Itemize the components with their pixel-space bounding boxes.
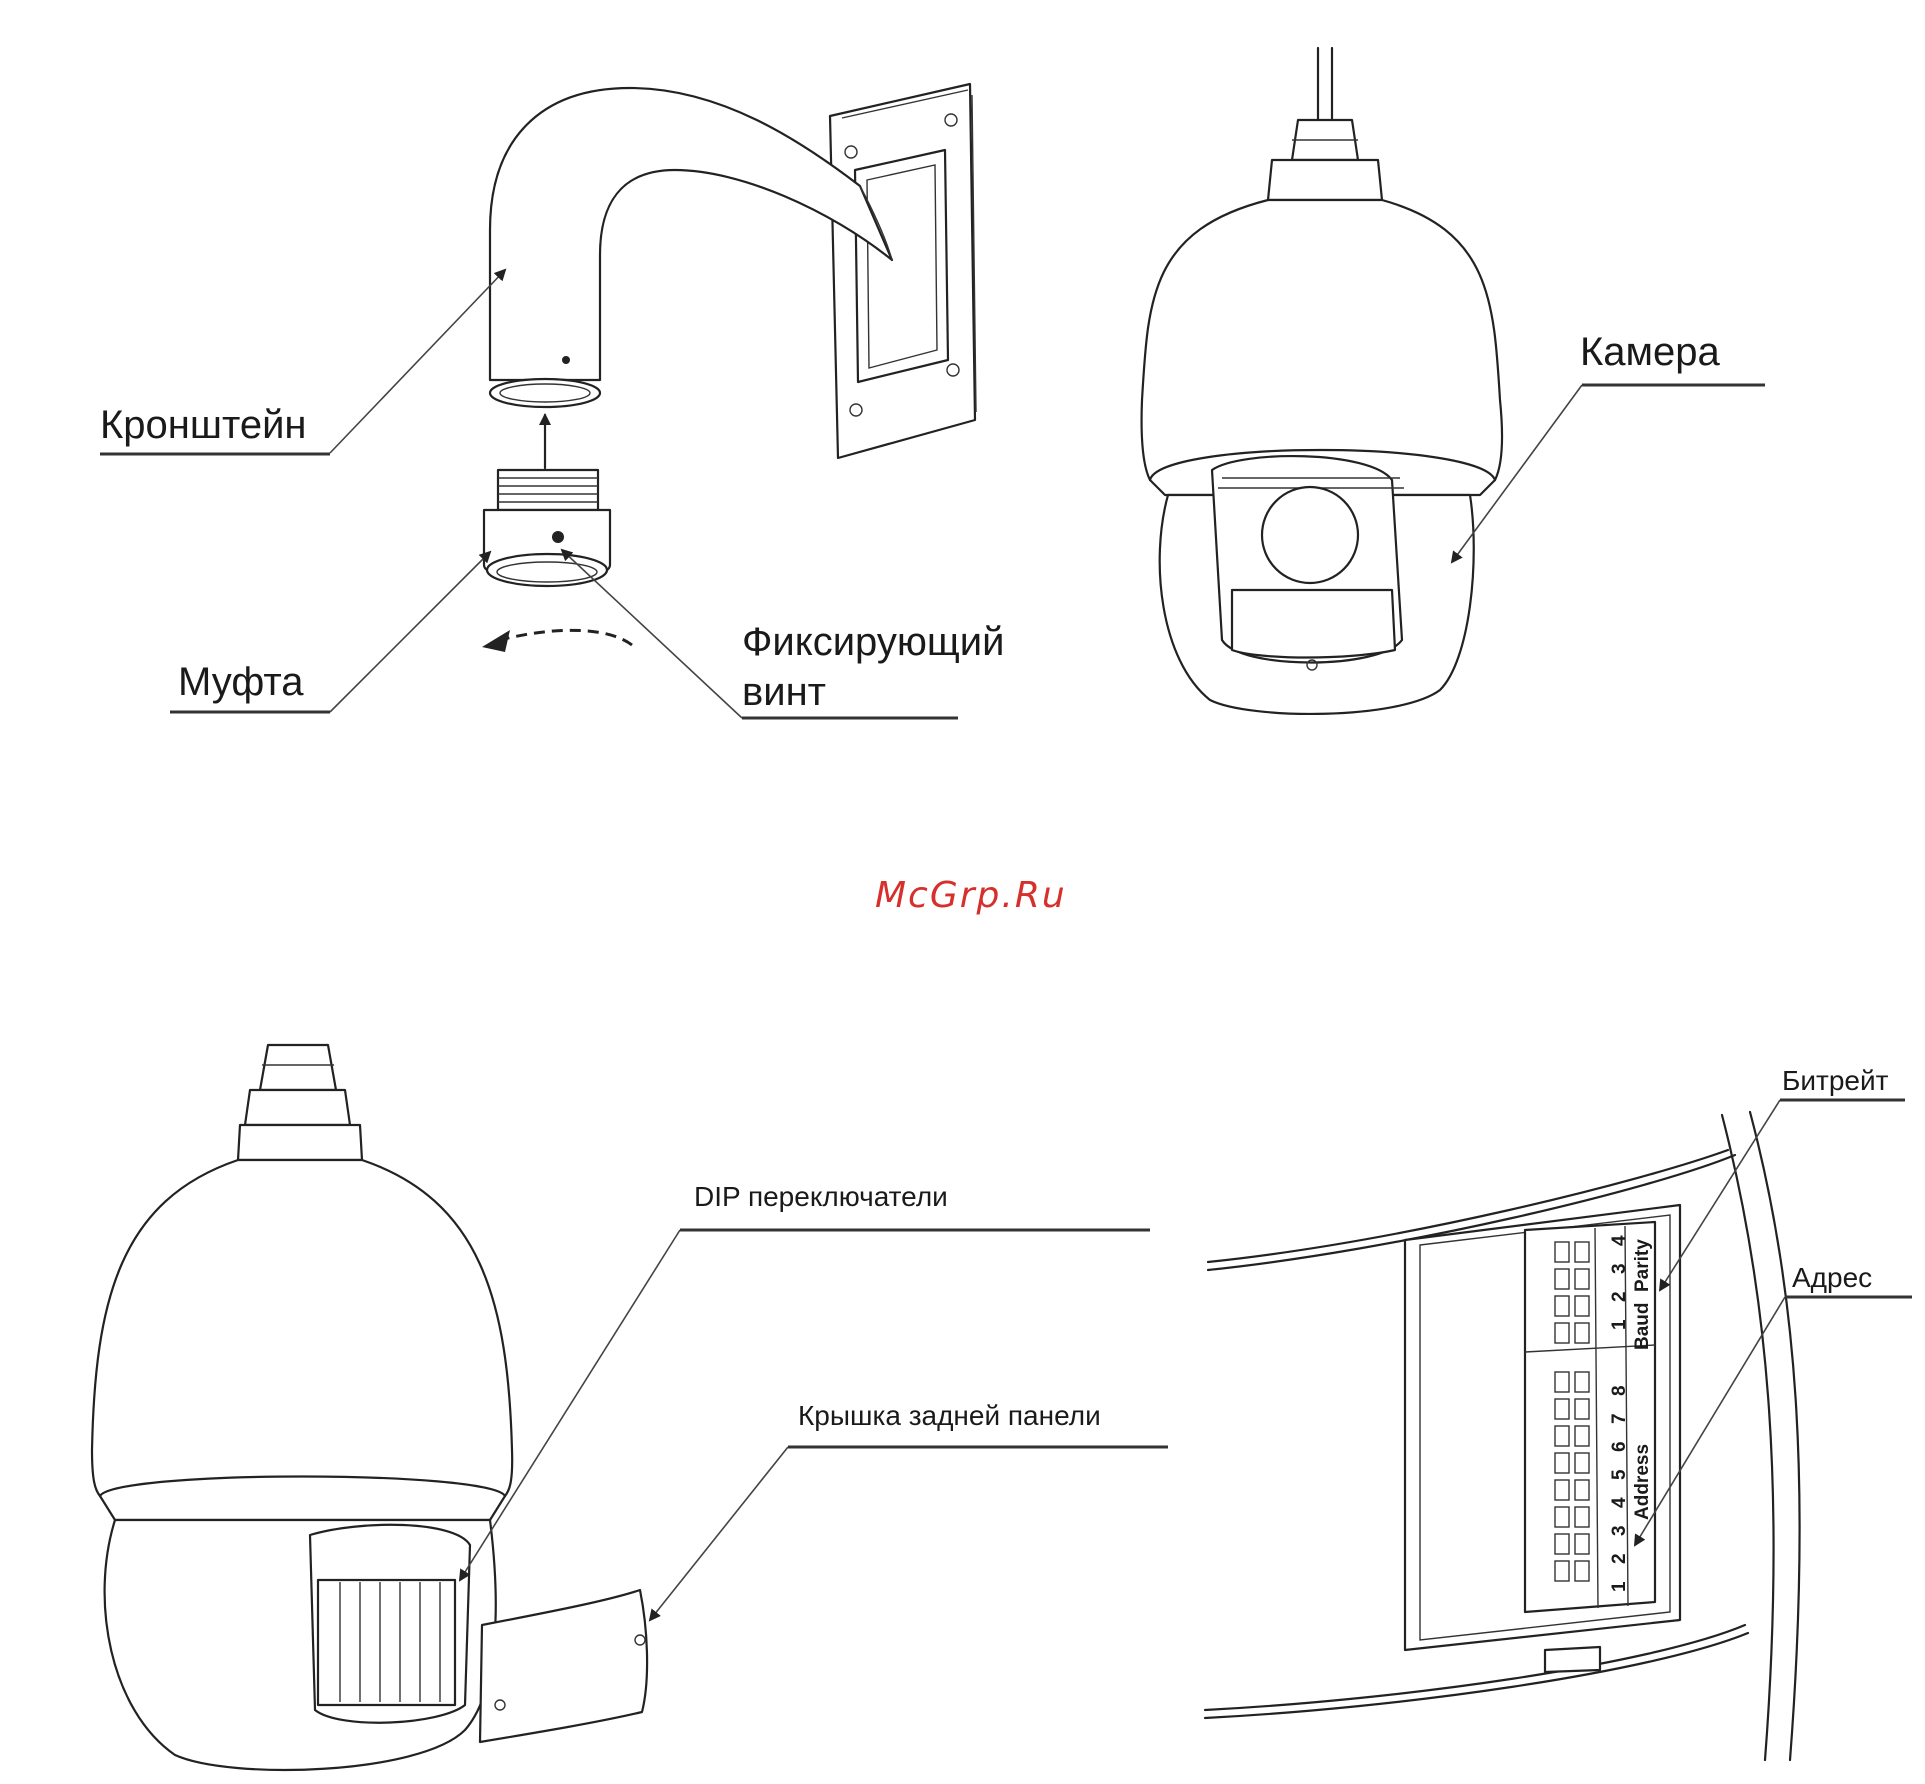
dip-top-num-4: 4 xyxy=(1609,1235,1630,1246)
dip-bottom-num-5: 5 xyxy=(1609,1469,1630,1480)
dip-baud-label: Baud xyxy=(1632,1303,1653,1351)
dip-switch-addr-8-a xyxy=(1555,1561,1569,1581)
dip-switch-addr-7-b xyxy=(1575,1534,1589,1554)
label-dip: DIP переключатели xyxy=(694,1181,948,1212)
label-coupling: Муфта xyxy=(178,660,304,704)
dip-switch-addr-3-a xyxy=(1555,1426,1569,1446)
dip-switch-addr-6-b xyxy=(1575,1507,1589,1527)
dip-switch-addr-2-a xyxy=(1555,1399,1569,1419)
label-address: Адрес xyxy=(1792,1262,1872,1293)
dip-switch-baud-3-b xyxy=(1575,1296,1589,1316)
dip-switch-addr-4-a xyxy=(1555,1453,1569,1473)
dip-switch-addr-5-a xyxy=(1555,1480,1569,1500)
dip-switch-addr-7-a xyxy=(1555,1534,1569,1554)
dip-top-num-1: 1 xyxy=(1609,1319,1630,1330)
dip-bottom-num-4: 4 xyxy=(1609,1497,1630,1508)
dip-address-label: Address xyxy=(1632,1444,1653,1520)
coupling xyxy=(484,470,610,586)
dip-bottom-num-6: 6 xyxy=(1609,1441,1630,1452)
dip-switch-addr-2-b xyxy=(1575,1399,1589,1419)
ptz-camera-top xyxy=(1142,48,1503,714)
dip-switch-baud-1-a xyxy=(1555,1242,1569,1262)
dip-switch-addr-8-b xyxy=(1575,1561,1589,1581)
label-cover: Крышка задней панели xyxy=(798,1400,1101,1431)
dip-switch-addr-4-b xyxy=(1575,1453,1589,1473)
dip-switch-baud-2-a xyxy=(1555,1269,1569,1289)
dip-switch-addr-1-a xyxy=(1555,1372,1569,1392)
dip-top-num-2: 2 xyxy=(1609,1291,1630,1302)
dip-bottom-num-2: 2 xyxy=(1609,1553,1630,1564)
dip-switch-baud-4-b xyxy=(1575,1323,1589,1343)
dip-switch-baud-3-a xyxy=(1555,1296,1569,1316)
label-bracket: Кронштейн xyxy=(100,403,307,447)
dip-bottom-num-7: 7 xyxy=(1609,1413,1630,1424)
watermark: McGrp.Ru xyxy=(875,875,1067,916)
label-bitrate: Битрейт xyxy=(1782,1065,1889,1096)
dip-bottom-num-8: 8 xyxy=(1609,1385,1630,1396)
dip-bottom-num-1: 1 xyxy=(1609,1581,1630,1592)
back-panel-cover xyxy=(480,1590,647,1742)
dip-switch-addr-6-a xyxy=(1555,1507,1569,1527)
dip-switch-addr-5-b xyxy=(1575,1480,1589,1500)
dip-parity-label: Parity xyxy=(1632,1239,1653,1292)
ptz-camera-bottom xyxy=(92,1045,512,1770)
label-camera: Камера xyxy=(1580,330,1721,374)
dip-switch-baud-1-b xyxy=(1575,1242,1589,1262)
dip-switch-baud-2-b xyxy=(1575,1269,1589,1289)
dip-top-num-3: 3 xyxy=(1609,1263,1630,1274)
label-screw-line1: Фиксирующий xyxy=(742,620,1004,664)
dip-bottom-num-3: 3 xyxy=(1609,1525,1630,1536)
dip-switch-addr-3-b xyxy=(1575,1426,1589,1446)
dip-switch-addr-1-b xyxy=(1575,1372,1589,1392)
dip-switch-baud-4-a xyxy=(1555,1323,1569,1343)
wall-bracket xyxy=(482,84,976,652)
label-screw-line2: винт xyxy=(742,670,826,714)
